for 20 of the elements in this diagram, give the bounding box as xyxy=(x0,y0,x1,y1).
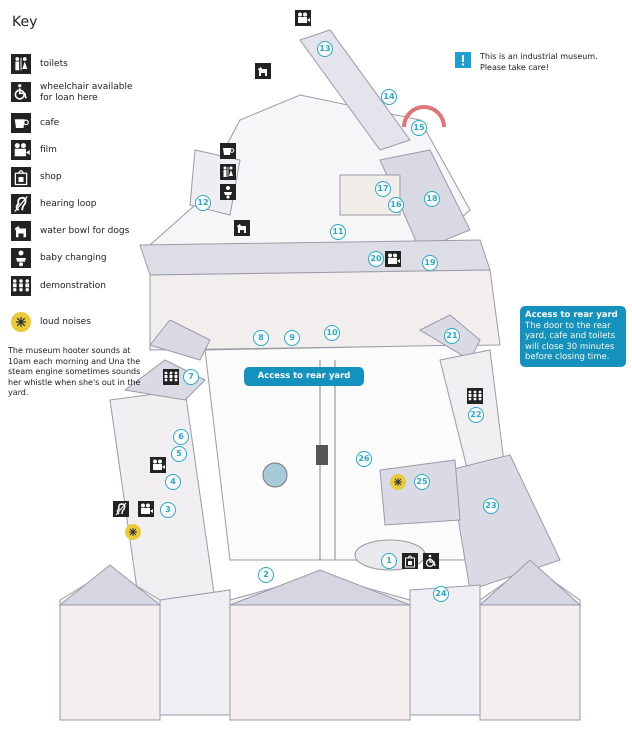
key-heading: Key xyxy=(12,14,38,30)
callout-number: 14 xyxy=(381,89,397,105)
callout-number: 2 xyxy=(258,567,274,583)
legend-label: shop xyxy=(40,172,63,183)
warning-note: This is an industrial museum. Please take care! xyxy=(480,52,599,73)
legend-label: film xyxy=(40,145,58,156)
banner xyxy=(244,367,364,386)
legend-label: cafe xyxy=(40,118,60,129)
legend-label: water bowl for dogs xyxy=(40,226,130,237)
legend-label: wheelchair available for loan here xyxy=(40,82,134,104)
legend-label: demonstration xyxy=(40,281,107,292)
panel-heading: Access to rear yard xyxy=(525,310,619,320)
panel-heading: Access to rear yard xyxy=(256,371,352,382)
legend-label: toilets xyxy=(40,59,69,70)
info-panel xyxy=(520,306,626,366)
legend-label: hearing loop xyxy=(40,199,98,210)
legend-label: loud noises xyxy=(40,317,92,328)
note-text: The museum hooter sounds at 10am each morning and Una the steam engine sometimes sounds her whistle when she's out in the yard. xyxy=(8,346,142,398)
legend-label: baby changing xyxy=(40,253,108,264)
panel-text: The door to the rear yard, cafe and toilets will close 30 minutes before closing time. xyxy=(525,320,616,362)
